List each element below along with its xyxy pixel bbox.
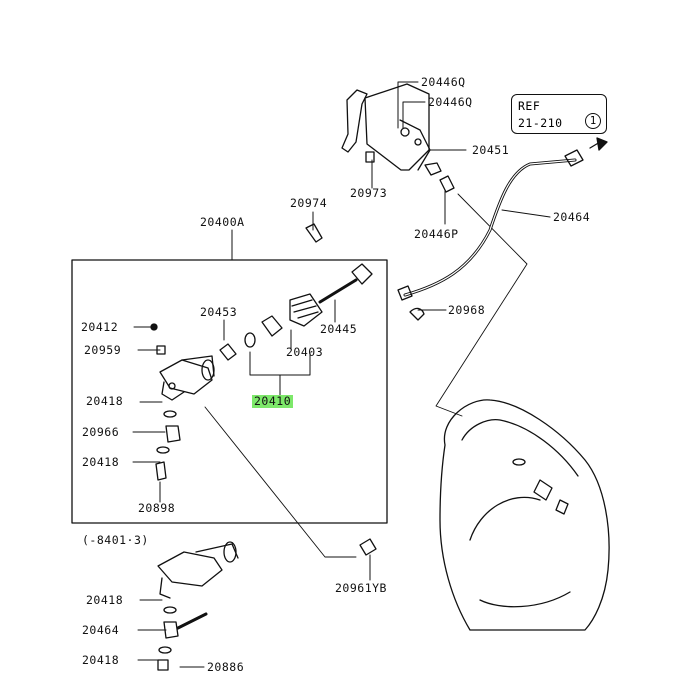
label-20412: 20412 <box>81 320 119 334</box>
bolt-20412 <box>150 323 158 331</box>
boot-20403 <box>289 293 323 327</box>
bleeder-20959 <box>156 345 166 355</box>
clip-20968 <box>409 307 425 321</box>
label-20446q-a: 20446Q <box>421 75 466 89</box>
label-20418-c: 20418 <box>86 593 124 607</box>
union-bolt-20966 <box>165 425 181 443</box>
piston-kit-20410 <box>219 315 283 361</box>
assembly-frame <box>71 259 388 524</box>
label-20446q-b: 20446Q <box>428 95 473 109</box>
label-20445: 20445 <box>320 322 358 336</box>
ref-section: 21-210 <box>518 116 563 130</box>
release-cylinder <box>159 355 215 401</box>
variant-note: (-8401·3) <box>82 533 149 547</box>
label-20451: 20451 <box>472 143 510 157</box>
label-20973: 20973 <box>350 186 388 200</box>
transmission-case <box>439 399 610 631</box>
label-20898: 20898 <box>138 501 176 515</box>
label-20961yb: 20961YB <box>335 581 387 595</box>
clip-20446p <box>439 175 455 193</box>
bolt-20961yb <box>359 538 377 556</box>
label-20959: 20959 <box>84 343 122 357</box>
label-20886: 20886 <box>207 660 245 674</box>
label-20400a: 20400A <box>200 215 245 229</box>
label-20464-top: 20464 <box>553 210 591 224</box>
bolt-20974 <box>305 223 323 243</box>
ref-title: REF <box>518 99 541 113</box>
label-20410-highlighted: 20410 <box>252 394 294 408</box>
leader-lines <box>132 81 551 668</box>
pedal-bracket <box>341 83 442 176</box>
bolt-20898 <box>155 461 167 481</box>
label-20418-b: 20418 <box>82 455 120 469</box>
label-20418-a: 20418 <box>86 394 124 408</box>
label-20453: 20453 <box>200 305 238 319</box>
label-20446p: 20446P <box>414 227 459 241</box>
washer-20418-a <box>163 410 177 418</box>
clutch-pipe <box>397 137 608 301</box>
label-20464-bottom: 20464 <box>82 623 120 637</box>
label-20968: 20968 <box>448 303 486 317</box>
label-20418-d: 20418 <box>82 653 120 667</box>
reference-box: REF 21-210 1 <box>511 94 607 134</box>
label-20974: 20974 <box>290 196 328 210</box>
washer-20418-b <box>156 446 170 454</box>
push-rod-20445 <box>318 263 373 304</box>
ref-circled-number: 1 <box>585 113 601 129</box>
release-cylinder-variant <box>157 541 239 671</box>
label-20403: 20403 <box>286 345 324 359</box>
label-20966: 20966 <box>82 425 120 439</box>
